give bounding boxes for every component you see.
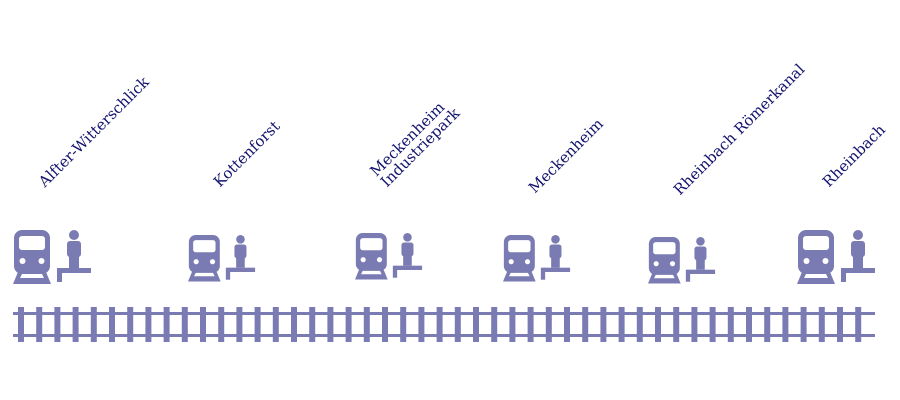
person-platform-icon: [841, 230, 875, 282]
track-rail-bottom: [13, 334, 875, 337]
station-icons: [797, 230, 875, 284]
train-icon: [355, 233, 388, 280]
person-platform-icon: [225, 235, 256, 280]
person-platform-icon: [57, 230, 91, 282]
station-icons: [188, 235, 256, 282]
track-ties: [18, 307, 862, 342]
station-icons: [13, 230, 91, 284]
person-platform-icon: [685, 237, 716, 282]
train-icon: [188, 235, 221, 282]
train-icon: [13, 230, 51, 284]
station-icons: [648, 237, 716, 284]
train-icon: [503, 235, 536, 282]
person-platform-icon: [392, 233, 423, 278]
train-icon: [797, 230, 835, 284]
person-platform-icon: [540, 235, 571, 280]
track-rail-top: [13, 312, 875, 315]
station-icons: [355, 233, 423, 280]
station-icons: [503, 235, 571, 282]
train-icon: [648, 237, 681, 284]
